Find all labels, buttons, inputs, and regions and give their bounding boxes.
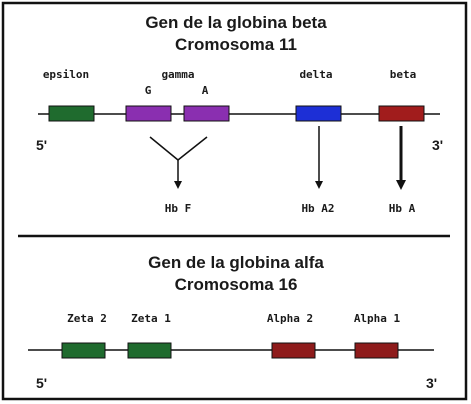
hba-arrow xyxy=(396,126,406,190)
hba2-label: Hb A2 xyxy=(301,202,334,215)
alpha-title-line1: Gen de la globina alfa xyxy=(148,253,324,272)
zeta1-gene xyxy=(127,342,172,359)
gamma-label: gamma xyxy=(161,68,194,81)
beta-5prime: 5' xyxy=(36,137,47,153)
alpha1-gene xyxy=(354,342,399,359)
gamma-a-gene xyxy=(183,105,230,122)
delta-gene xyxy=(295,105,342,122)
hba-label: Hb A xyxy=(389,202,416,215)
zeta1-label: Zeta 1 xyxy=(131,312,171,325)
gamma-g-gene xyxy=(125,105,172,122)
epsilon-label: epsilon xyxy=(43,68,89,81)
beta-label: beta xyxy=(390,68,417,81)
zeta2-gene xyxy=(61,342,106,359)
beta-title-line2: Cromosoma 11 xyxy=(175,35,297,54)
delta-label: delta xyxy=(299,68,332,81)
alpha2-label: Alpha 2 xyxy=(267,312,313,325)
alpha-3prime: 3' xyxy=(426,375,437,391)
gamma-g-label: G xyxy=(145,84,152,97)
alpha-5prime: 5' xyxy=(36,375,47,391)
alpha-title-line2: Cromosoma 16 xyxy=(175,275,298,294)
hba2-arrow xyxy=(315,126,323,189)
hbf-arrow xyxy=(149,136,208,189)
alpha1-label: Alpha 1 xyxy=(354,312,401,325)
beta-3prime: 3' xyxy=(432,137,443,153)
zeta2-label: Zeta 2 xyxy=(67,312,107,325)
beta-title-line1: Gen de la globina beta xyxy=(145,13,327,32)
hbf-label: Hb F xyxy=(165,202,192,215)
gamma-a-label: A xyxy=(202,84,209,97)
alpha2-gene xyxy=(271,342,316,359)
epsilon-gene xyxy=(48,105,95,122)
beta-gene xyxy=(378,105,425,122)
